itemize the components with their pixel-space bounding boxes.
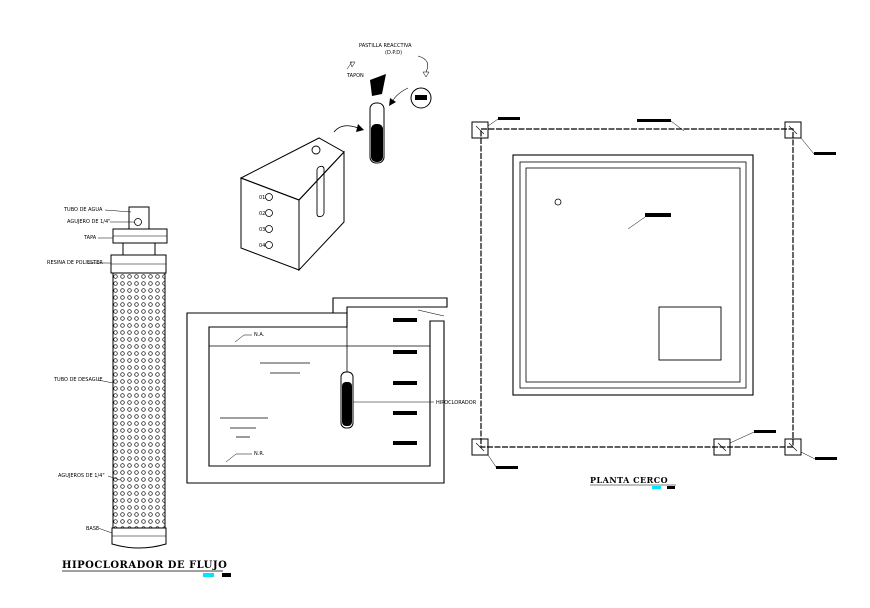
label-water-pipe: TUBO DE AGUA	[63, 207, 103, 213]
reservoir-outer	[512, 154, 754, 396]
label-reactive-tablet-sub: (D.P.D)	[385, 50, 402, 56]
label-water-level: N.A.	[254, 332, 265, 338]
title-flow-hypochlorinator: HIPOCLORADOR DE FLUJO	[62, 560, 227, 571]
title-fence-plan: PLANTA CERCO	[590, 475, 668, 485]
reactive-tablet	[410, 87, 432, 109]
test-tab-2: 02	[259, 211, 265, 217]
fence-post-br	[784, 438, 802, 456]
base	[111, 527, 167, 549]
test-box-window	[316, 165, 325, 218]
test-tab-4: 04	[259, 243, 265, 249]
fence-post-tr	[784, 121, 802, 139]
test-tab-3: 03	[259, 227, 265, 233]
plan-scale-cyan	[652, 486, 661, 489]
label-base: BASE	[86, 526, 99, 532]
scale-bar-cyan	[203, 573, 214, 577]
test-tube	[369, 102, 385, 164]
hatch	[658, 306, 722, 361]
fence-plan-drawing: PLANTA CERCO	[471, 117, 837, 489]
label-quarter-hole: AGUJERO DE 1/4"	[67, 219, 110, 225]
vent-pipe	[554, 198, 562, 206]
tank-cover	[332, 297, 448, 314]
label-cap: TAPA	[83, 235, 97, 241]
tank-section-drawing: N.A. N.R. HIPOCLORADOR	[186, 297, 477, 484]
quarter-inch-hole	[134, 218, 142, 226]
fence-post-bm	[713, 438, 731, 456]
test-box-knob	[311, 145, 321, 155]
fence-post-tl	[471, 121, 489, 139]
flow-hypochlorinator-drawing: TUBO DE AGUA AGUJERO DE 1/4" TAPA RESINA…	[47, 206, 231, 577]
label-hypochlorinator: HIPOCLORADOR	[436, 400, 477, 406]
drain-pipe	[112, 272, 166, 529]
reservoir-inner	[519, 161, 747, 389]
label-holes: AGUJEROS DE 1/4"	[58, 473, 105, 479]
fence-outline	[480, 128, 794, 448]
label-resin: RESINA DE POLIESTER	[47, 260, 103, 266]
fence-post-bl	[471, 438, 489, 456]
label-stopper: TAPON	[346, 73, 364, 79]
test-tab-1: 01	[259, 195, 265, 201]
test-kit-drawing: 01 02 03 04 TAPON PASTILLA REACCTIVA (D.…	[239, 43, 432, 272]
label-reactive-tablet: PASTILLA REACCTIVA	[359, 43, 412, 49]
tank-outer-wall	[186, 312, 445, 484]
plan-scale-black	[667, 486, 675, 489]
stopper	[370, 74, 386, 96]
test-box-front	[240, 177, 300, 271]
hanging-hypochlorinator	[340, 371, 354, 429]
test-box-side	[298, 150, 345, 272]
scale-bar-black	[222, 573, 231, 577]
label-drain-pipe: TUBO DE DESAGUE	[53, 377, 102, 383]
label-low-level: N.R.	[254, 451, 265, 457]
